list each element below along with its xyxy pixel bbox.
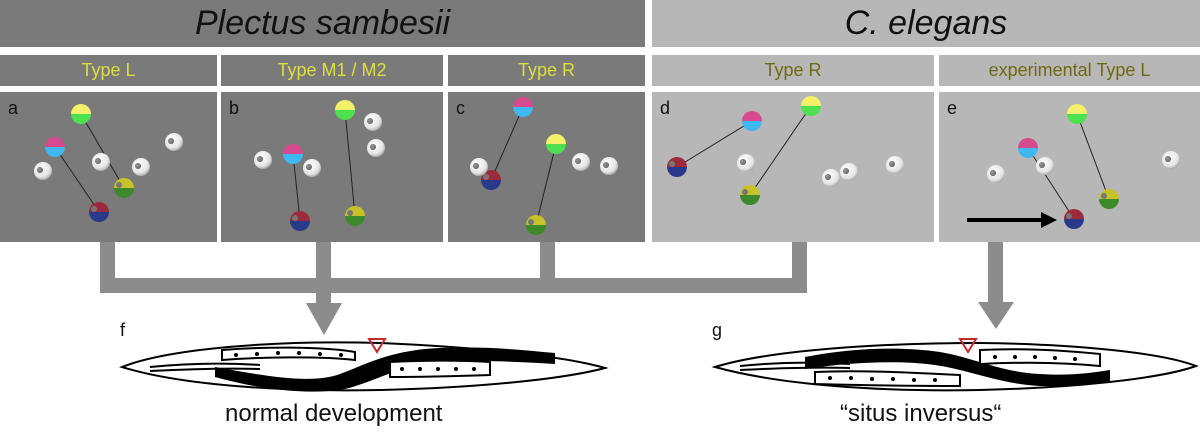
cell-red-blue xyxy=(1064,209,1084,229)
cell-magenta-cyan xyxy=(1018,138,1038,158)
cell-red-blue xyxy=(667,157,687,177)
panel-label-g: g xyxy=(712,320,723,340)
cell-magenta-cyan xyxy=(283,144,303,164)
cell-yellow-green xyxy=(335,100,355,120)
cell-red-blue xyxy=(290,211,310,231)
cell-yellow-green xyxy=(71,104,91,124)
plectus-header: Plectus sambesii xyxy=(0,0,645,47)
subheader-type-r-elegans: Type R xyxy=(652,55,934,86)
white-cells xyxy=(254,113,385,177)
panel-label-b: b xyxy=(229,98,240,118)
cell-red-blue xyxy=(89,202,109,222)
cell-magenta-cyan xyxy=(742,111,762,131)
panel-d: d xyxy=(652,92,934,242)
cell-olive-green xyxy=(345,206,365,226)
arrow-icon xyxy=(967,212,1057,228)
worm-normal xyxy=(118,338,609,392)
worm-situs-inversus xyxy=(711,338,1199,392)
white-cells xyxy=(470,153,618,176)
cell-olive-green xyxy=(740,185,760,205)
white-cells xyxy=(987,151,1180,183)
cell-olive-green xyxy=(1099,189,1119,209)
panel-label-a: a xyxy=(8,98,19,118)
panel-label-e: e xyxy=(947,98,958,118)
cell-yellow-green xyxy=(546,134,566,154)
cell-magenta-cyan xyxy=(513,97,533,117)
white-cells xyxy=(34,133,183,180)
caption-situs-inversus: “situs inversus“ xyxy=(840,400,1002,427)
cell-magenta-cyan xyxy=(45,137,65,157)
arrow-down-right-icon xyxy=(978,302,1014,329)
cell-olive-green xyxy=(526,215,546,235)
embryo-cells-b xyxy=(254,100,385,231)
cell-olive-green xyxy=(114,178,134,198)
panel-label-c: c xyxy=(456,98,465,118)
white-cells xyxy=(737,154,904,187)
panel-label-d: d xyxy=(660,98,671,118)
cell-yellow-green xyxy=(1067,104,1087,124)
embryo-cells-c xyxy=(470,97,618,235)
subheader-type-r-plectus: Type R xyxy=(448,55,645,86)
subheader-type-m1-m2: Type M1 / M2 xyxy=(221,55,443,86)
embryo-cells-d xyxy=(667,96,904,205)
pharynx-marker-icon xyxy=(367,338,387,354)
c-elegans-header: C. elegans xyxy=(652,0,1200,47)
pharynx-marker-icon xyxy=(958,338,978,354)
panel-b: b xyxy=(221,92,443,242)
panel-c: c xyxy=(448,92,645,242)
embryo-cells-a xyxy=(34,104,183,222)
panel-e: e xyxy=(939,92,1200,242)
embryo-cells-e xyxy=(967,104,1180,229)
caption-normal-development: normal development xyxy=(225,400,443,427)
arrow-down-left-icon xyxy=(306,303,342,335)
subheader-type-l: Type L xyxy=(0,55,217,86)
cell-yellow-green xyxy=(801,96,821,116)
panel-label-f: f xyxy=(120,320,126,340)
panel-a: a xyxy=(0,92,217,242)
subheader-experimental-type-l: experimental Type L xyxy=(939,55,1200,86)
